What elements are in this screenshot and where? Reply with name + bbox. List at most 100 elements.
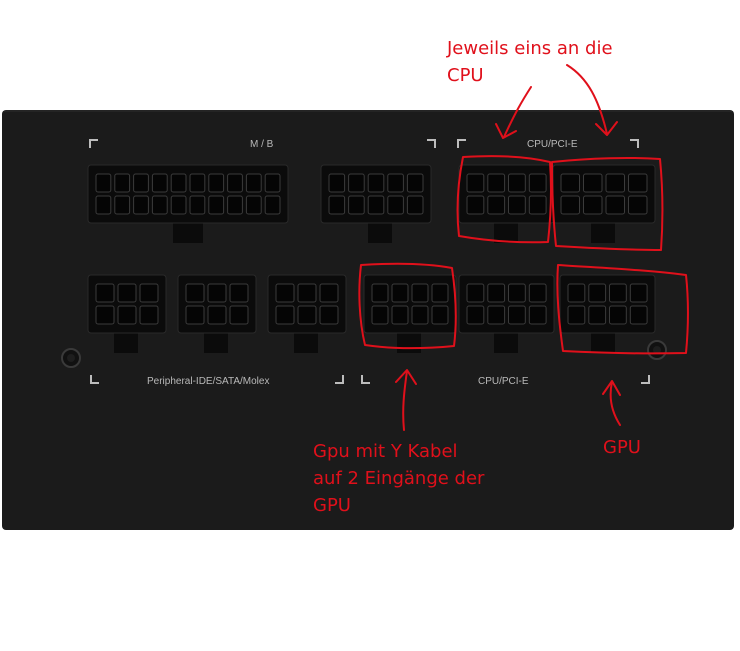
connector-cpu-pcie-bottom-1	[363, 274, 457, 353]
connector-cpu-pcie-bottom-2-pin	[487, 305, 506, 325]
arrow-top-right	[566, 64, 608, 135]
connector-cpu-pcie-top-2-pin	[560, 173, 580, 193]
connector-peripheral-3-pin	[275, 305, 295, 325]
connector-mb-24pin-pin	[114, 173, 131, 193]
connector-cpu-pcie-top-2-latch	[591, 223, 615, 243]
connector-mb-24pin-pin	[170, 173, 187, 193]
connector-cpu-pcie-bottom-2-pin	[528, 283, 547, 303]
annotation-ycable-line3: GPU	[313, 495, 351, 516]
label-cpu-pcie-bottom: CPU/PCI-E	[478, 376, 529, 387]
connector-cpu-pcie-bottom-3-pin	[629, 283, 648, 303]
connector-peripheral-1-pin	[117, 283, 137, 303]
connector-mb-24pin-pin	[227, 173, 243, 193]
connector-mb-10pin-pin	[367, 173, 385, 193]
connector-cpu-pcie-top-1-pin	[487, 173, 506, 193]
connector-cpu-pcie-bottom-1-pin	[431, 283, 449, 303]
connector-cpu-pcie-bottom-2-pin	[466, 305, 485, 325]
connector-cpu-pcie-top-2-pin	[605, 173, 625, 193]
connector-mb-10pin	[320, 164, 432, 243]
connector-mb-10pin-pin	[406, 195, 424, 215]
connector-mb-24pin-pin	[189, 173, 206, 193]
connector-mb-24pin-pin	[114, 195, 131, 215]
connector-peripheral-3-pin	[319, 305, 339, 325]
connector-cpu-pcie-top-1-pin	[528, 173, 547, 193]
connector-mb-24pin-pin	[151, 195, 168, 215]
connector-cpu-pcie-bottom-3-pin	[609, 283, 627, 303]
connector-cpu-pcie-bottom-3-pin	[567, 305, 586, 325]
connector-peripheral-3-latch	[294, 333, 318, 353]
connector-cpu-pcie-top-2-pin	[583, 173, 603, 193]
connector-cpu-pcie-bottom-3-pin	[588, 305, 607, 325]
connector-peripheral-2-pin	[229, 305, 249, 325]
connector-peripheral-1-latch	[114, 333, 138, 353]
connector-cpu-pcie-top-1	[458, 164, 555, 243]
connector-peripheral-3-pin	[319, 283, 339, 303]
connector-peripheral-3-pin	[275, 283, 295, 303]
arrow-top-left-head	[495, 123, 517, 139]
connector-peripheral-3	[267, 274, 347, 353]
connector-mb-24pin-pin	[133, 195, 149, 215]
connector-peripheral-3-pin	[297, 305, 317, 325]
circle-top-right-cpu	[551, 157, 664, 251]
connector-cpu-pcie-top-1-pin	[528, 195, 547, 215]
screw-icon-left	[61, 348, 81, 368]
circle-top-left-cpu	[456, 155, 553, 244]
connector-mb-10pin-pin	[406, 173, 424, 193]
bracket-markers	[89, 139, 650, 384]
connector-peripheral-2-pin	[207, 283, 227, 303]
connector-mb-24pin-pin	[170, 195, 187, 215]
arrow-top-left	[503, 86, 532, 138]
arrow-ycable	[402, 370, 408, 431]
connector-peripheral-1	[87, 274, 167, 353]
connector-mb-24pin-pin	[95, 173, 112, 193]
connector-mb-24pin-pin	[208, 195, 225, 215]
connector-cpu-pcie-top-2-pin	[628, 195, 648, 215]
connector-peripheral-2	[177, 274, 257, 353]
connector-cpu-pcie-bottom-1-pin	[391, 283, 409, 303]
connector-cpu-pcie-top-1-pin	[466, 173, 485, 193]
connector-mb-24pin-pin	[245, 173, 262, 193]
connector-cpu-pcie-top-1-latch	[494, 223, 518, 243]
connector-cpu-pcie-top-2-pin	[605, 195, 625, 215]
connector-peripheral-2-latch	[204, 333, 228, 353]
connector-cpu-pcie-top-1-pin	[466, 195, 485, 215]
connector-peripheral-1-pin	[95, 305, 115, 325]
connector-cpu-pcie-bottom-1-pin	[371, 283, 389, 303]
connector-cpu-pcie-bottom-1-pin	[411, 305, 429, 325]
connector-cpu-pcie-top-2-pin	[583, 195, 603, 215]
connector-mb-24pin-pin	[133, 173, 149, 193]
annotation-gpu: GPU	[603, 437, 641, 458]
circle-bottom-ycable	[358, 262, 457, 350]
connector-cpu-pcie-bottom-1-pin	[411, 283, 429, 303]
connector-cpu-pcie-top-2-pin	[628, 173, 648, 193]
label-cpu-pcie-top: CPU/PCI-E	[527, 139, 578, 150]
connector-cpu-pcie-bottom-3-pin	[567, 283, 586, 303]
arrow-gpu	[609, 381, 621, 426]
red-annotation-marks	[358, 64, 689, 431]
connector-cpu-pcie-top-1-pin	[508, 173, 526, 193]
connector-cpu-pcie-bottom-1-pin	[391, 305, 409, 325]
circle-bottom-gpu	[556, 264, 689, 355]
connector-peripheral-1-pin	[95, 283, 115, 303]
connector-cpu-pcie-bottom-2-pin	[487, 283, 506, 303]
annotation-cpu-line1: Jeweils eins an die	[446, 38, 613, 59]
arrow-ycable-head	[395, 369, 417, 385]
connector-cpu-pcie-bottom-1-latch	[397, 333, 421, 353]
connector-cpu-pcie-bottom-2-pin	[466, 283, 485, 303]
connector-cpu-pcie-bottom-2	[458, 274, 555, 353]
connector-mb-10pin-pin	[367, 195, 385, 215]
connector-mb-24pin-pin	[245, 195, 262, 215]
connector-mb-10pin-pin	[348, 195, 365, 215]
connector-peripheral-1-pin	[139, 305, 159, 325]
connector-mb-24pin-pin	[189, 195, 206, 215]
connector-peripheral-2-pin	[207, 305, 227, 325]
connector-mb-10pin-pin	[387, 173, 404, 193]
connector-mb-24pin-pin	[264, 195, 281, 215]
connector-peripheral-2-pin	[185, 305, 205, 325]
connector-cpu-pcie-top-2-pin	[560, 195, 580, 215]
connector-cpu-pcie-top-1-pin	[508, 195, 526, 215]
connector-peripheral-1-pin	[117, 305, 137, 325]
connector-mb-24pin-pin	[151, 173, 168, 193]
connector-cpu-pcie-bottom-2-pin	[508, 305, 526, 325]
